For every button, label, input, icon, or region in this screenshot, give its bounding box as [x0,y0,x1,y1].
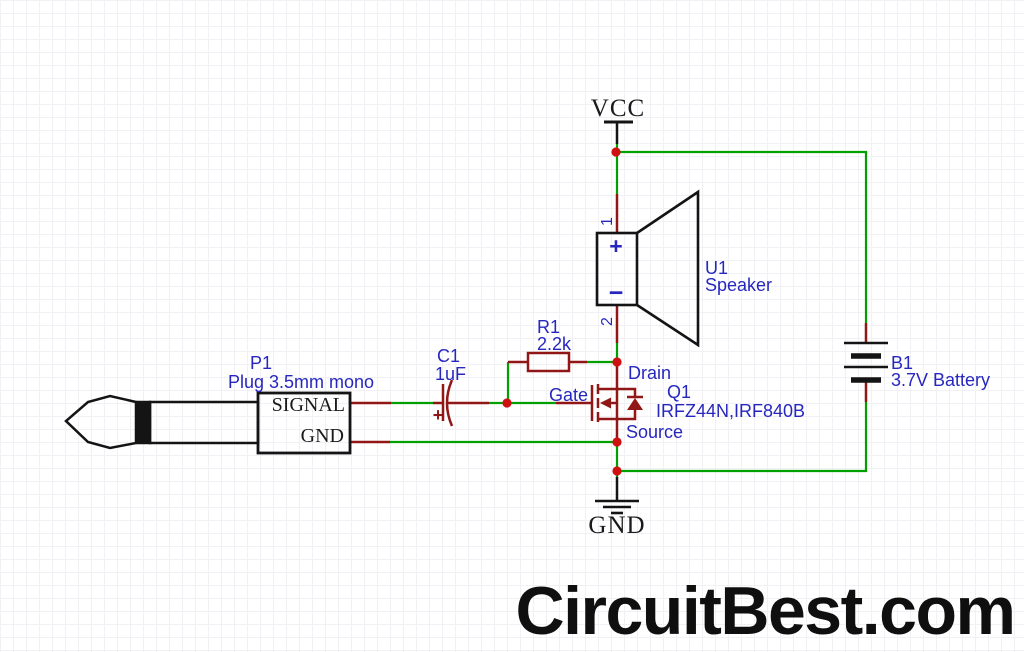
speaker-box [595,231,639,307]
mosfet-gate-label: Gate [549,385,588,405]
capacitor-ref-label: C1 [437,346,460,366]
battery-value-label: 3.7V Battery [891,370,990,390]
capacitor-plus-mark: + [433,405,444,425]
junction-gate [502,398,512,408]
speaker-plus-mark: + [609,233,622,259]
capacitor-plate-curved [445,379,454,427]
plug-tip [64,394,138,450]
junction-gnd [612,466,622,476]
mosfet-value-label: IRFZ44N,IRF840B [656,401,805,421]
plug-band [135,400,152,445]
junction-source [612,437,622,447]
vcc-net-label: VCC [591,95,645,122]
mosfet-body-arrow [600,397,611,409]
mosfet-ref-label: Q1 [667,382,691,402]
plug-value-label: Plug 3.5mm mono [228,372,374,392]
net-labels-group: VCC GND SIGNAL GND [272,95,645,539]
plug-pin-gnd-name: GND [301,425,344,447]
watermark-text: CircuitBest.com [516,573,1015,649]
plug-ref-label: P1 [250,353,272,373]
speaker-minus-mark: − [609,279,624,307]
junction-vcc [611,147,621,157]
plug-shaft [148,400,260,445]
wire-vcc-rail [616,150,868,323]
speaker-ref-label: U1 [705,258,728,278]
capacitor-value-label: 1uF [435,364,466,384]
components-group [350,194,868,444]
mosfet-source-label: Source [626,422,683,442]
mosfet-drain-label: Drain [628,363,671,383]
plug-pin-signal-name: SIGNAL [272,394,345,416]
mosfet-diode-branch-bottom [617,409,637,421]
symbols-group [64,120,888,515]
mosfet-diode-branch-top [617,387,637,397]
mosfet-diode-triangle [627,398,643,410]
junction-drain [612,357,622,367]
resistor-body [526,351,571,373]
plug-box [256,391,352,455]
speaker-horn [636,189,700,348]
speaker-pin2-number: 2 [599,317,616,326]
speaker-pin1-number: 1 [599,217,616,226]
gnd-net-label: GND [588,512,645,539]
speaker-value-label: Speaker [705,275,772,295]
labels-group: P1 Plug 3.5mm mono C1 1uF R1 2.2k Gate D… [228,217,990,442]
junction-dots-group [502,147,622,476]
wire-gnd-return [617,402,868,473]
components-filled-group [600,397,643,410]
battery-ref-label: B1 [891,353,913,373]
wires-group [390,143,868,478]
resistor-value-label: 2.2k [537,334,572,354]
resistor-ref-label: R1 [537,317,560,337]
